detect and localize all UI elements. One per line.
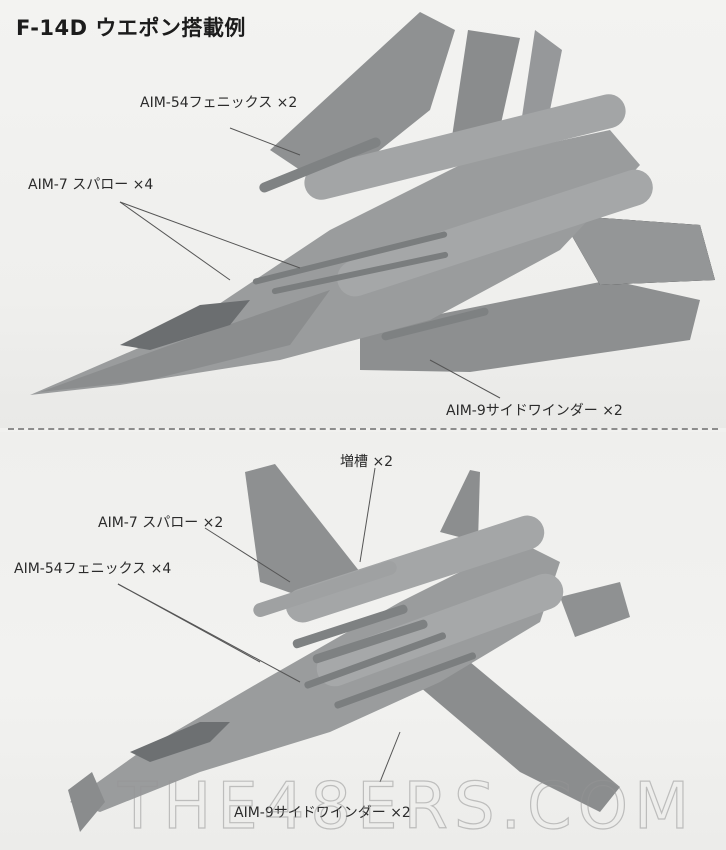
- label-aim9-top: AIM-9サイドワインダー ×2: [446, 403, 623, 419]
- f14-model-top-view-image: [30, 12, 715, 399]
- label-aim9-bottom: AIM-9サイドワインダー ×2: [234, 805, 411, 821]
- watermark: THE48ERS.COM: [117, 769, 696, 844]
- label-aim54-bottom: AIM-54フェニックス ×4: [14, 561, 172, 577]
- label-tank-bottom: 増槽 ×2: [340, 454, 394, 470]
- label-aim7-top: AIM-7 スパロー ×4: [28, 177, 154, 193]
- page-title: F-14D ウエポン搭載例: [16, 16, 246, 40]
- top-photo-panel: F-14D ウエポン搭載例 AIM-54フェニックス ×2 AIM-7 スパロー…: [0, 0, 726, 428]
- label-aim7-bottom: AIM-7 スパロー ×2: [98, 515, 224, 531]
- bottom-photo-panel: 増槽 ×2 AIM-7 スパロー ×2 AIM-54フェニックス ×4 AIM-…: [0, 432, 726, 850]
- label-aim54-top: AIM-54フェニックス ×2: [140, 95, 298, 111]
- section-divider: [8, 428, 718, 430]
- f14-model-bottom-view-image: [68, 464, 630, 832]
